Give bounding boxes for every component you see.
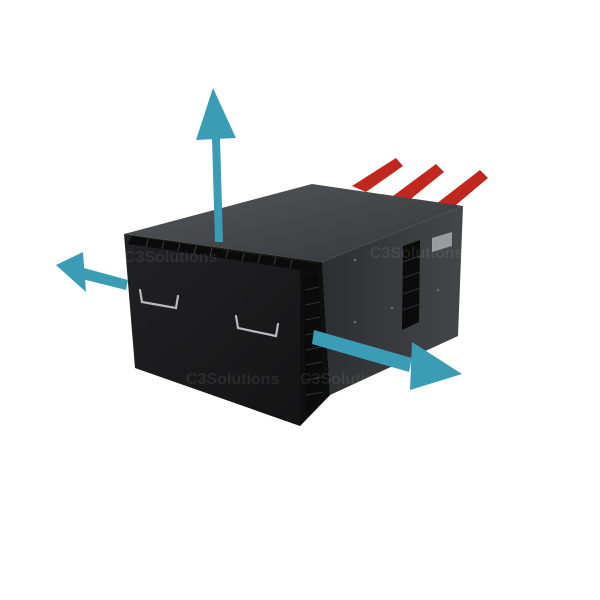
unit-top-face	[124, 184, 463, 262]
hot-air-arrows	[352, 158, 488, 210]
airflow-right-arrow	[312, 330, 462, 390]
top-vent-slots	[145, 238, 293, 269]
svg-text:C3Solutions: C3Solutions	[300, 371, 393, 388]
unit-front-face	[124, 234, 330, 426]
hot-air-arrow	[393, 164, 444, 202]
hot-air-arrow	[436, 170, 488, 210]
svg-text:C3Solutions: C3Solutions	[186, 371, 279, 388]
handle-left	[138, 288, 180, 310]
top-vent-strip	[128, 236, 320, 272]
hot-air-arrow	[352, 158, 403, 192]
side-screws	[353, 258, 440, 324]
airflow-left-arrow	[56, 252, 128, 292]
handle-right	[234, 314, 280, 338]
svg-text:C3Solutions: C3Solutions	[124, 249, 217, 266]
cool-air-arrows	[56, 88, 462, 390]
side-vent-grille	[402, 240, 421, 330]
svg-text:C3Solutions: C3Solutions	[370, 245, 463, 262]
label-plate	[432, 232, 452, 252]
cooling-unit	[124, 184, 463, 426]
airflow-up-arrow	[196, 88, 236, 242]
front-vent-grille	[303, 272, 324, 418]
watermark: C3Solutions C3Solutions C3Solutions C3So…	[124, 245, 463, 388]
